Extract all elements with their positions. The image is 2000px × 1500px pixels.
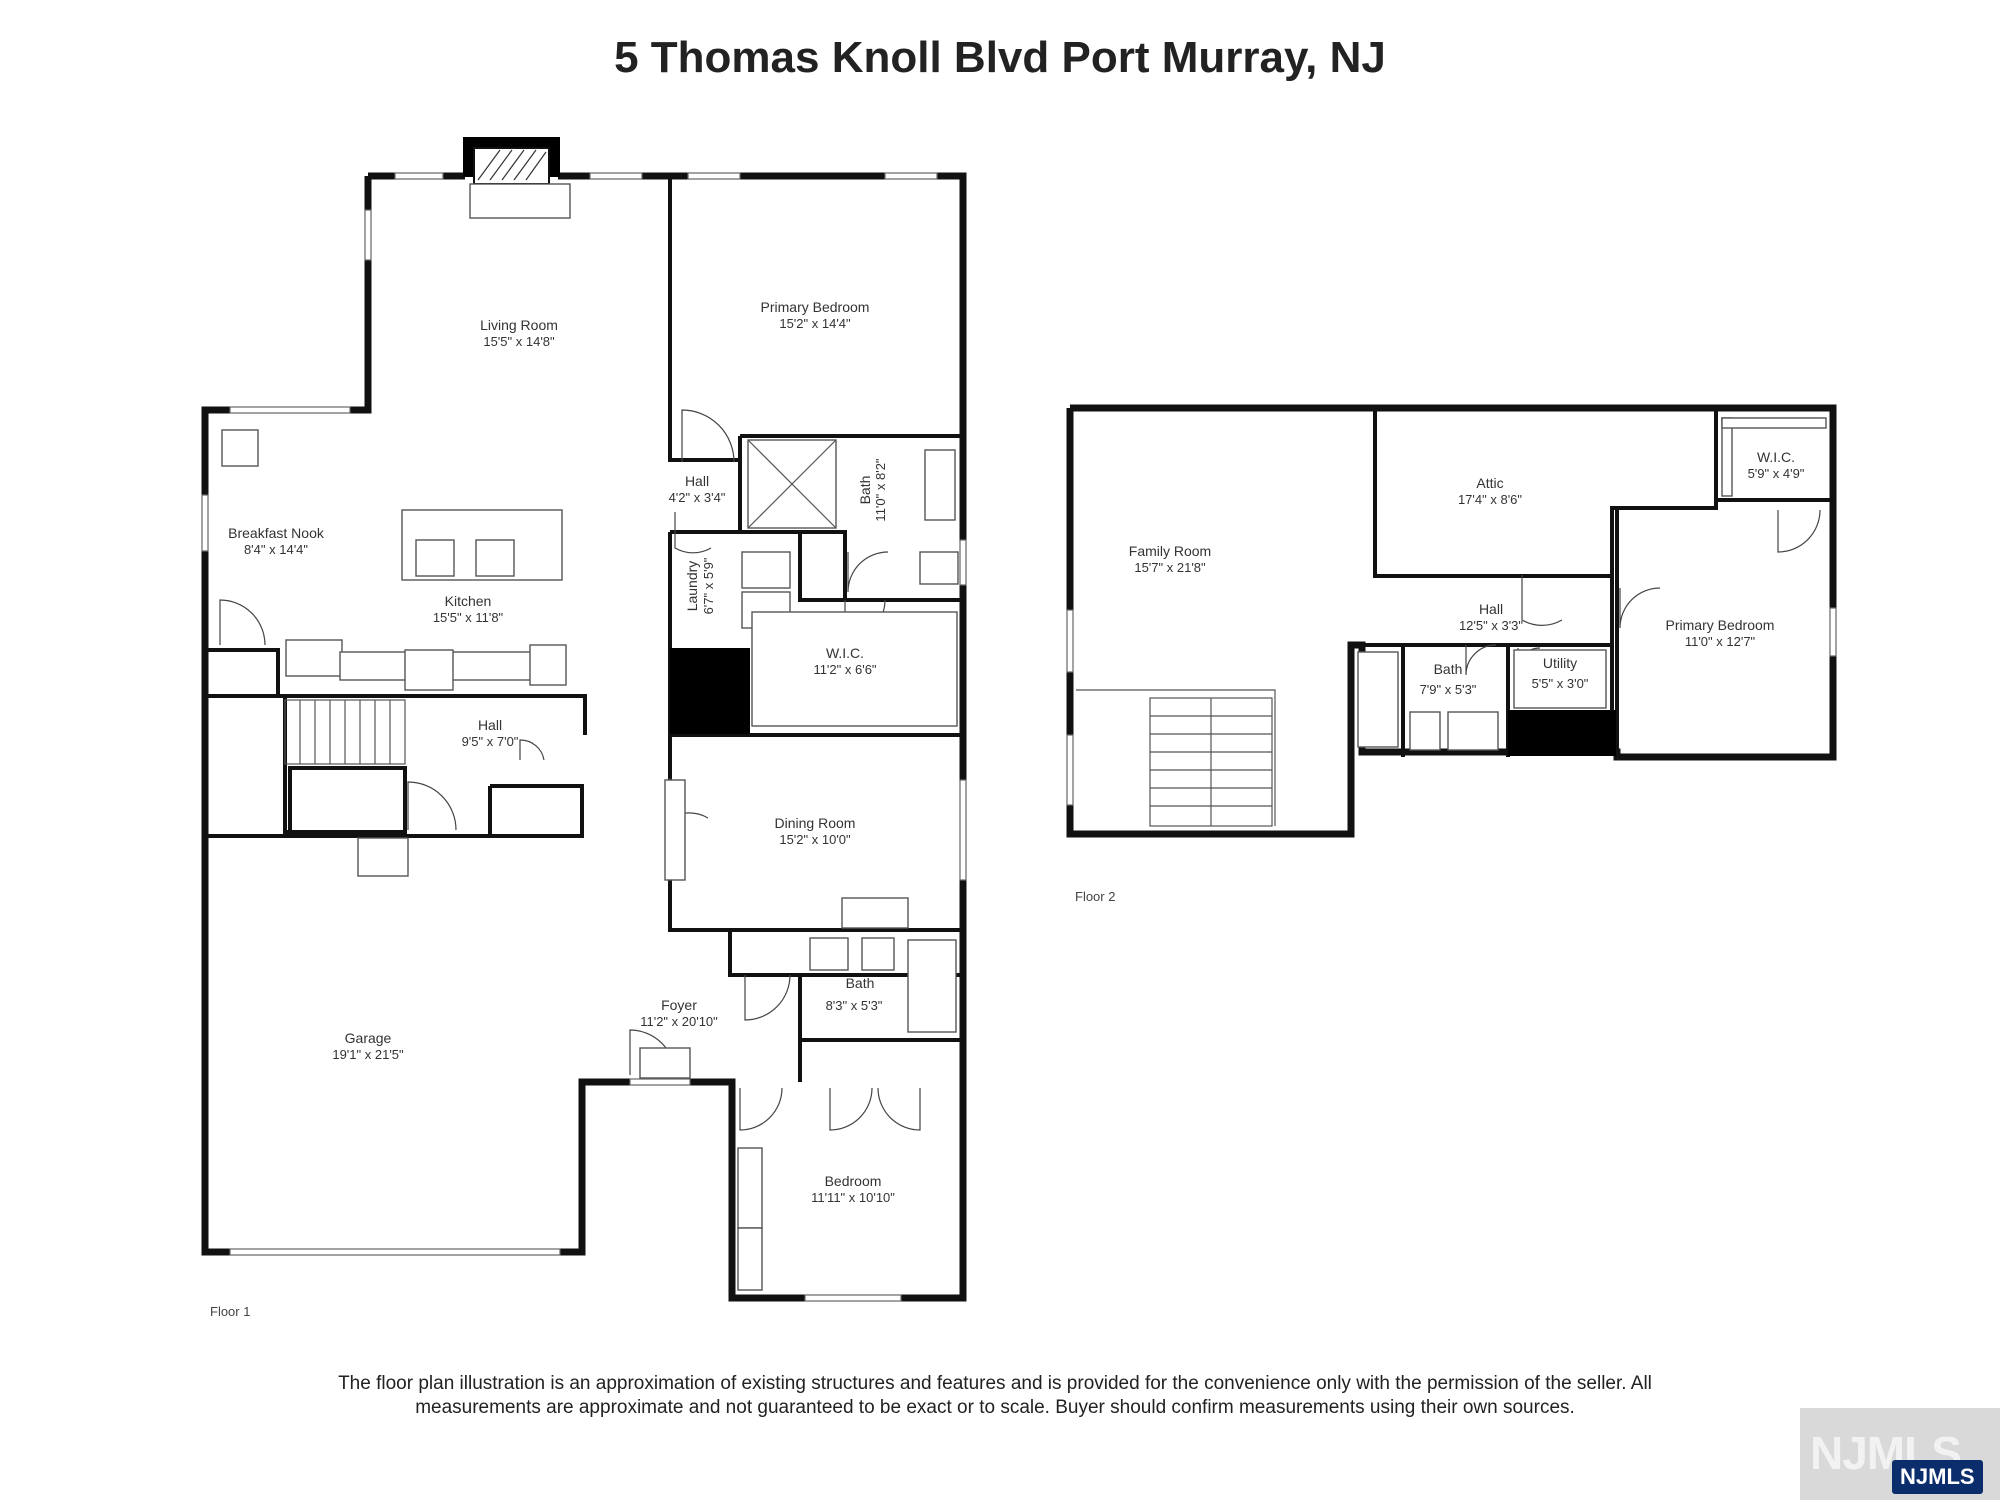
room-name: Dining Room (775, 815, 856, 831)
room-dims: 11'0" x 8'2" (873, 458, 888, 521)
room-dims: 15'2" x 14'4" (779, 316, 851, 331)
room-name: W.I.C. (826, 645, 864, 661)
mls-logo: NJMLS NJMLS (1800, 1408, 2000, 1500)
room-dims: 15'5" x 11'8" (433, 610, 504, 625)
room-name: W.I.C. (1757, 449, 1795, 465)
room-dims: 5'5" x 3'0" (1532, 676, 1589, 691)
room-name: Living Room (480, 317, 558, 333)
room-dims: 15'7" x 21'8" (1134, 560, 1206, 575)
room-name: Bath (846, 975, 875, 991)
room-name: Bedroom (825, 1173, 882, 1189)
room-name: Family Room (1129, 543, 1211, 559)
room-dims: 7'9" x 5'3" (1420, 682, 1477, 697)
floor-label: Floor 1 (210, 1304, 250, 1319)
disclaimer-text: The floor plan illustration is an approx… (338, 1373, 1652, 1418)
floor-2-plan: Family Room 15'7" x 21'8" Attic 17'4" x … (1066, 404, 1837, 904)
room-dims: 17'4" x 8'6" (1458, 492, 1522, 507)
room-name: Breakfast Nook (228, 525, 325, 541)
floor-label: Floor 2 (1075, 889, 1115, 904)
room-name: Hall (478, 717, 502, 733)
room-name: Primary Bedroom (761, 299, 870, 315)
room-dims: 6'7" x 5'9" (701, 557, 716, 614)
room-dims: 8'4" x 14'4" (244, 542, 308, 557)
room-dims: 11'0" x 12'7" (1685, 634, 1756, 649)
room-name: Hall (685, 473, 709, 489)
room-dims: 15'2" x 10'0" (779, 832, 851, 847)
logo-badge: NJMLS (1892, 1460, 1983, 1494)
room-name: Bath (857, 476, 873, 505)
room-name: Foyer (661, 997, 697, 1013)
room-dims: 15'5" x 14'8" (483, 334, 555, 349)
room-name: Laundry (684, 561, 700, 612)
room-dims: 11'11" x 10'10" (811, 1190, 895, 1205)
room-name: Garage (345, 1030, 392, 1046)
room-name: Utility (1543, 655, 1577, 671)
room-dims: 8'3" x 5'3" (826, 998, 883, 1013)
room-dims: 9'5" x 7'0" (462, 734, 519, 749)
floor-1-plan: Living Room 15'5" x 14'8" Primary Bedroo… (201, 137, 967, 1319)
room-dims: 19'1" x 21'5" (332, 1047, 404, 1062)
room-name: Bath (1434, 661, 1463, 677)
room-name: Hall (1479, 601, 1503, 617)
room-dims: 11'2" x 20'10" (640, 1014, 718, 1029)
room-name: Kitchen (445, 593, 492, 609)
page-title: 5 Thomas Knoll Blvd Port Murray, NJ (614, 33, 1386, 82)
room-dims: 5'9" x 4'9" (1748, 466, 1805, 481)
room-dims: 11'2" x 6'6" (813, 662, 876, 677)
room-name: Attic (1476, 475, 1503, 491)
room-dims: 4'2" x 3'4" (669, 490, 726, 505)
room-name: Primary Bedroom (1666, 617, 1775, 633)
room-dims: 12'5" x 3'3" (1459, 618, 1523, 633)
